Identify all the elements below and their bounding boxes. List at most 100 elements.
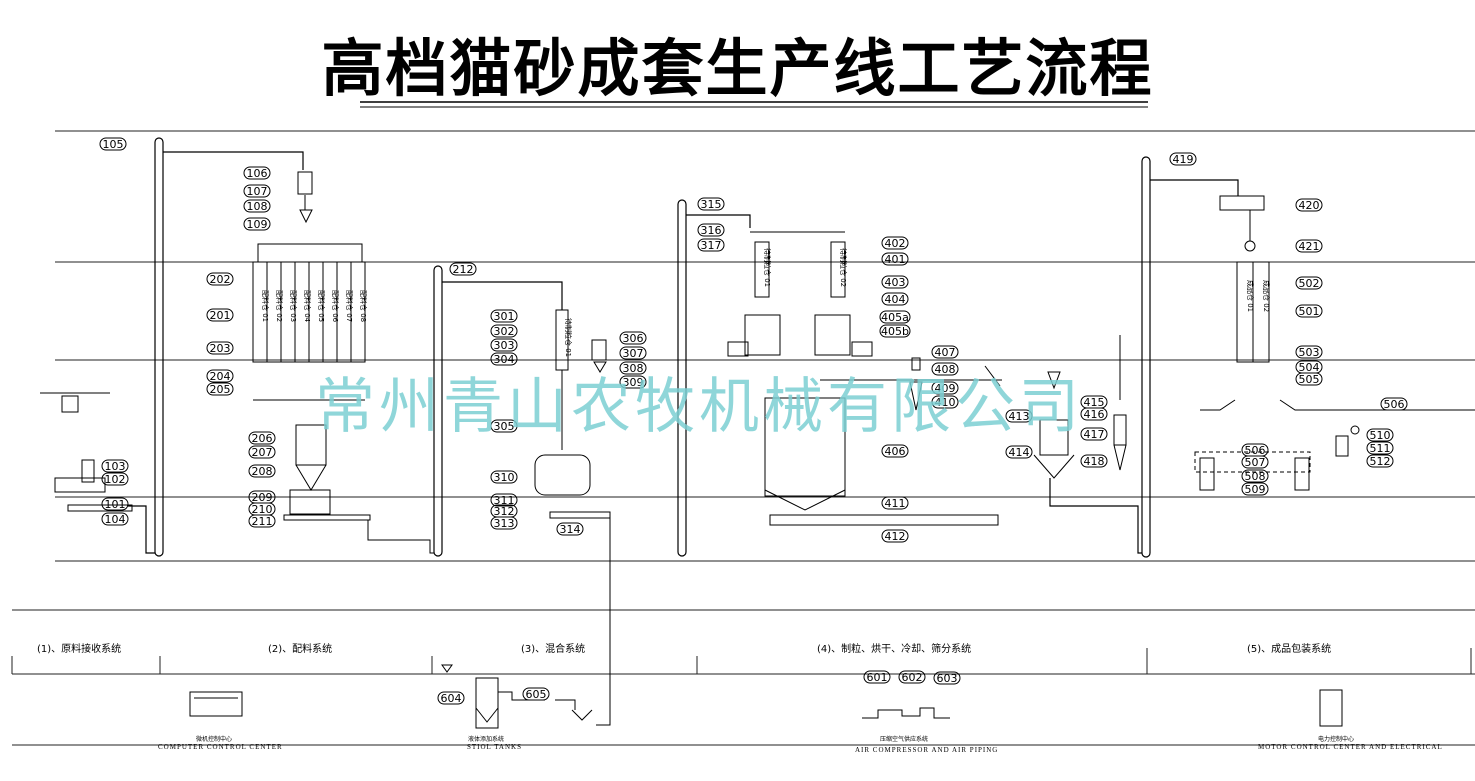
svg-text:302: 302 (494, 325, 515, 338)
svg-text:101: 101 (105, 498, 126, 511)
svg-text:201: 201 (210, 309, 231, 322)
caption-motor-en: MOTOR CONTROL CENTER AND ELECTRICAL (1258, 743, 1443, 751)
svg-text:305: 305 (494, 420, 515, 433)
svg-text:504: 504 (1299, 361, 1320, 374)
svg-text:405b: 405b (881, 325, 909, 338)
callout-212: 212 (449, 262, 477, 276)
svg-text:413: 413 (1009, 410, 1030, 423)
callout-108: 108 (243, 199, 271, 213)
callout-411: 411 (881, 496, 909, 510)
svg-text:410: 410 (935, 396, 956, 409)
svg-text:212: 212 (453, 263, 474, 276)
svg-text:207: 207 (252, 446, 273, 459)
bin-label-c1: 待制粒仓 01 (763, 248, 772, 287)
mixing-equipment (534, 309, 611, 726)
svg-text:402: 402 (885, 237, 906, 250)
svg-text:415: 415 (1084, 396, 1105, 409)
callout-109: 109 (243, 217, 271, 231)
svg-text:303: 303 (494, 339, 515, 352)
callout-602: 602 (898, 670, 926, 684)
bin-labels: 配料仓 01 配料仓 02 配料仓 03 配料仓 04 配料仓 05 配料仓 0… (261, 248, 1271, 357)
callout-307: 307 (619, 346, 647, 360)
svg-text:417: 417 (1084, 428, 1105, 441)
svg-text:508: 508 (1245, 470, 1266, 483)
svg-text:106: 106 (247, 167, 268, 180)
svg-text:309: 309 (623, 376, 644, 389)
callout-316: 316 (697, 223, 725, 237)
callout-401: 401 (881, 252, 909, 266)
callout-301: 301 (490, 309, 518, 323)
callout-410: 410 (931, 395, 959, 409)
receiving-equipment (40, 392, 133, 512)
svg-text:313: 313 (494, 517, 515, 530)
svg-text:408: 408 (935, 363, 956, 376)
svg-text:109: 109 (247, 218, 268, 231)
svg-text:506: 506 (1245, 444, 1266, 457)
caption-air-cn: 压缩空气供应系统 (880, 736, 929, 743)
callout-512: 512 (1366, 454, 1394, 468)
svg-text:211: 211 (252, 515, 273, 528)
svg-text:401: 401 (885, 253, 906, 266)
svg-text:404: 404 (885, 293, 906, 306)
svg-text:411: 411 (885, 497, 906, 510)
section-label-4: (4)、制粒、烘干、冷却、筛分系统 (817, 644, 972, 655)
callout-313: 313 (490, 516, 518, 530)
callout-511: 511 (1366, 441, 1394, 455)
svg-text:107: 107 (247, 185, 268, 198)
svg-text:511: 511 (1370, 442, 1391, 455)
svg-text:502: 502 (1299, 277, 1320, 290)
callout-405a: 405a (879, 310, 911, 324)
diagram-title: 高档猫砂成套生产线工艺流程 (321, 32, 1154, 105)
svg-text:307: 307 (623, 347, 644, 360)
callout-421: 421 (1295, 239, 1323, 253)
svg-text:403: 403 (885, 276, 906, 289)
callout-207: 207 (248, 445, 276, 459)
svg-text:512: 512 (1370, 455, 1391, 468)
callout-405b: 405b (879, 324, 911, 338)
company-watermark: 常州青山农牧机械有限公司 (315, 372, 1083, 442)
svg-text:316: 316 (701, 224, 722, 237)
callout-502: 502 (1295, 276, 1323, 290)
callout-bubbles: 105 106 107 108 109 202 201 203 204 205 … (99, 137, 1408, 705)
callout-510: 510 (1366, 428, 1394, 442)
svg-text:205: 205 (210, 383, 231, 396)
section-label-1: (1)、原料接收系统 (37, 644, 122, 655)
caption-computer-cn: 微机控制中心 (196, 736, 233, 743)
callout-603: 603 (933, 671, 961, 685)
bin-label-a8: 配料仓 08 (359, 290, 368, 322)
svg-text:509: 509 (1245, 483, 1266, 496)
section-label-5: (5)、成品包装系统 (1247, 644, 1332, 655)
callout-203: 203 (206, 341, 234, 355)
callout-419: 419 (1169, 152, 1197, 166)
bin-label-a1: 配料仓 01 (261, 290, 270, 322)
callout-305: 305 (490, 419, 518, 433)
callout-304: 304 (490, 352, 518, 366)
svg-text:409: 409 (935, 382, 956, 395)
bin-label-a2: 配料仓 02 (275, 290, 284, 322)
svg-text:603: 603 (937, 672, 958, 685)
callout-104: 104 (101, 512, 129, 526)
svg-text:103: 103 (105, 460, 126, 473)
svg-text:601: 601 (867, 671, 888, 684)
callout-416: 416 (1080, 407, 1108, 421)
svg-text:416: 416 (1084, 408, 1105, 421)
callout-412: 412 (881, 529, 909, 543)
bin-label-a6: 配料仓 06 (331, 290, 340, 323)
svg-text:310: 310 (494, 471, 515, 484)
svg-text:206: 206 (252, 432, 273, 445)
svg-text:204: 204 (210, 370, 231, 383)
svg-text:419: 419 (1173, 153, 1194, 166)
callout-202: 202 (206, 272, 234, 286)
svg-text:208: 208 (252, 465, 273, 478)
callout-206: 206 (248, 431, 276, 445)
callout-505: 505 (1295, 372, 1323, 386)
callout-303: 303 (490, 338, 518, 352)
svg-text:203: 203 (210, 342, 231, 355)
svg-text:505: 505 (1299, 373, 1320, 386)
callout-507: 507 (1241, 455, 1269, 469)
callout-420: 420 (1295, 198, 1323, 212)
bin-label-a7: 配料仓 07 (345, 290, 354, 322)
title-underline (360, 101, 1148, 108)
svg-text:308: 308 (623, 362, 644, 375)
